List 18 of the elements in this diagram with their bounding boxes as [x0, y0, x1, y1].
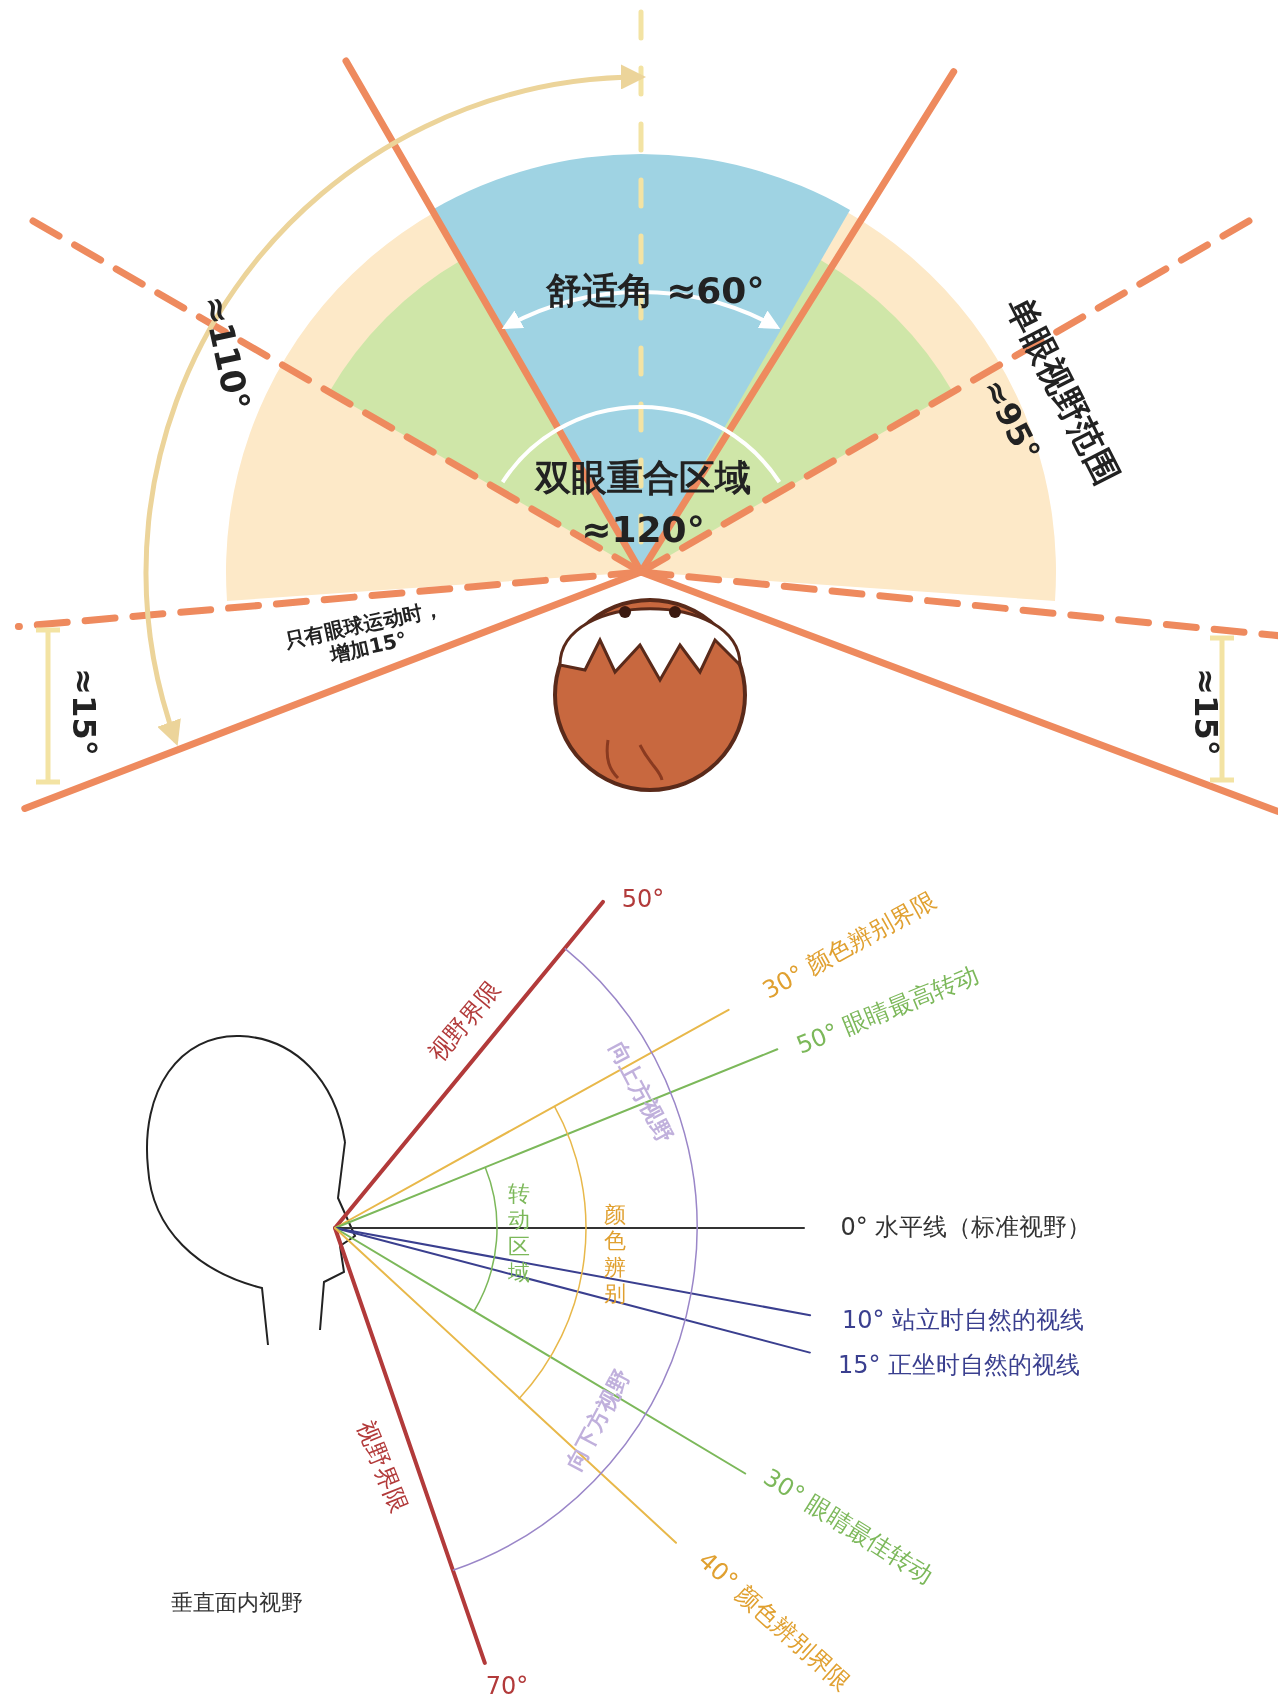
- angle-label: 70°: [485, 1673, 529, 1701]
- note-text: 只有眼球运动时，增加15°: [281, 595, 446, 669]
- zone-label: 颜色辨别: [604, 1202, 628, 1308]
- angle-label: ≈15°: [65, 668, 103, 756]
- line-label: 视野界限: [351, 1417, 413, 1517]
- line-label: 15° 正坐时自然的视线: [837, 1352, 1081, 1380]
- zone-label: 双眼重合区域: [535, 457, 751, 499]
- angle-label: 舒适角 ≈60°: [545, 270, 765, 312]
- angle-label: 50°: [621, 886, 665, 914]
- angle-label: ≈15°: [1187, 668, 1225, 756]
- angle-label: ≈110°: [194, 291, 258, 415]
- line-label: 视野界限: [423, 976, 507, 1068]
- line-label: 10° 站立时自然的视线: [841, 1307, 1085, 1335]
- line-label: 0° 水平线（标准视野）: [840, 1214, 1092, 1242]
- caption-text: 垂直面内视野: [171, 1590, 303, 1616]
- angle-label: ≈120°: [581, 509, 705, 551]
- zone-label: 向上方视野: [604, 1037, 678, 1147]
- zone-label: 向下方视野: [561, 1365, 635, 1475]
